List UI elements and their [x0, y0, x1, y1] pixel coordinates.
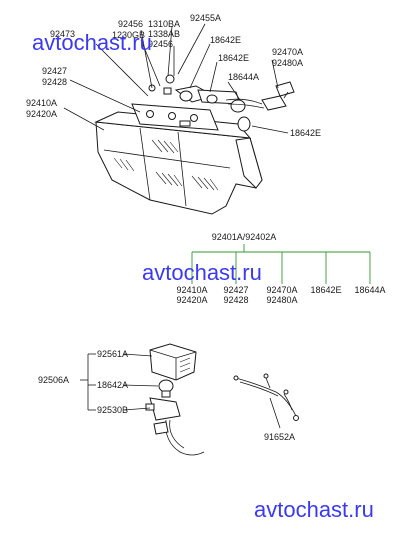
- label-92470a: 92470A: [272, 47, 303, 57]
- label-18642a: 18642A: [97, 380, 128, 390]
- label-92427: 92427: [42, 66, 67, 76]
- rear-lamp-drawing: [94, 74, 295, 215]
- label-18642e-right: 18642E: [290, 128, 321, 138]
- label-92480a: 92480A: [272, 58, 303, 68]
- assembly-child-3-line1: 92470A: [266, 285, 297, 295]
- label-92420a: 92420A: [26, 109, 57, 119]
- assembly-title: 92401A/92402A: [212, 232, 277, 242]
- label-18644a: 18644A: [228, 72, 259, 82]
- lower-leaders: [80, 353, 281, 429]
- label-92456-second: 92456: [148, 39, 173, 49]
- assembly-child-5-line1: 18644A: [354, 285, 385, 295]
- harness-drawing: [233, 373, 299, 421]
- assembly-tree: 92401A/92402A 92410A 92420A 92427 92428 …: [176, 232, 385, 305]
- label-92506a: 92506A: [38, 375, 69, 385]
- watermark-top: avtochast.ru: [32, 30, 152, 55]
- label-1310ba: 1310BA: [148, 19, 180, 29]
- label-18642e-mid: 18642E: [218, 53, 249, 63]
- label-92473: 92473: [50, 29, 75, 39]
- label-92455a: 92455A: [190, 13, 221, 23]
- label-18642e-top: 18642E: [210, 35, 241, 45]
- lower-part-labels: 92561A 92506A 18642A 92530B 91652A: [38, 349, 295, 442]
- label-92456: 92456: [118, 19, 143, 29]
- upper-leaders: [63, 23, 289, 134]
- assembly-child-2-line2: 92428: [223, 295, 248, 305]
- label-1230gb: 1230GB: [112, 30, 145, 40]
- label-92410a: 92410A: [26, 98, 57, 108]
- assembly-child-1-line2: 92420A: [176, 295, 207, 305]
- assembly-child-1-line1: 92410A: [176, 285, 207, 295]
- label-92428: 92428: [42, 77, 67, 87]
- assembly-child-3-line2: 92480A: [266, 295, 297, 305]
- assembly-child-2-line1: 92427: [223, 285, 248, 295]
- label-92561a: 92561A: [97, 349, 128, 359]
- label-91652a: 91652A: [264, 432, 295, 442]
- label-1338ab: 1338AB: [148, 29, 180, 39]
- label-92530b: 92530B: [97, 405, 128, 415]
- watermark-bottom: avtochast.ru: [254, 497, 374, 522]
- watermarks: avtochast.ru avtochast.ru avtochast.ru: [32, 30, 374, 522]
- license-lamp-drawing: [145, 343, 205, 456]
- watermark-middle: avtochast.ru: [142, 260, 262, 285]
- assembly-child-4-line1: 18642E: [310, 285, 341, 295]
- upper-part-labels: 92473 92456 1230GB 1310BA 1338AB 92456 9…: [26, 13, 321, 138]
